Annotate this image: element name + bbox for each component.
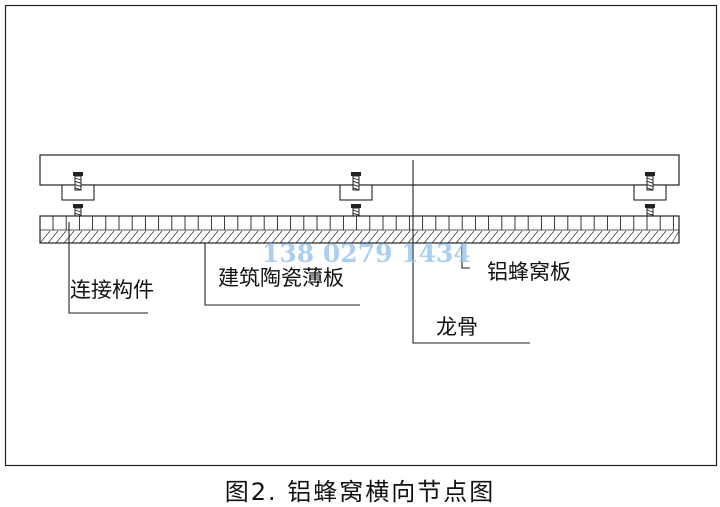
leader-keel — [412, 160, 530, 344]
node-diagram: 连接构件 建筑陶瓷薄板 铝蜂窝板 龙骨 138 0279 1434 — [4, 4, 718, 467]
figure-caption: 图2. 铝蜂窝横向节点图 — [224, 478, 496, 506]
leader-honeycomb-panel — [461, 243, 470, 269]
label-honeycomb-panel: 铝蜂窝板 — [487, 260, 571, 284]
watermark-phone: 138 0279 1434 — [262, 239, 471, 268]
drawing-frame — [4, 4, 718, 467]
leader-connector — [68, 222, 148, 314]
honeycomb-panel — [39, 215, 680, 244]
label-ceramic-panel: 建筑陶瓷薄板 — [218, 266, 344, 290]
screw-icon — [73, 172, 83, 191]
leader-ceramic-panel — [204, 243, 360, 306]
label-connector: 连接构件 — [70, 278, 154, 302]
label-keel: 龙骨 — [436, 315, 478, 339]
screw-icon — [351, 172, 361, 191]
screw-icon — [645, 172, 655, 191]
